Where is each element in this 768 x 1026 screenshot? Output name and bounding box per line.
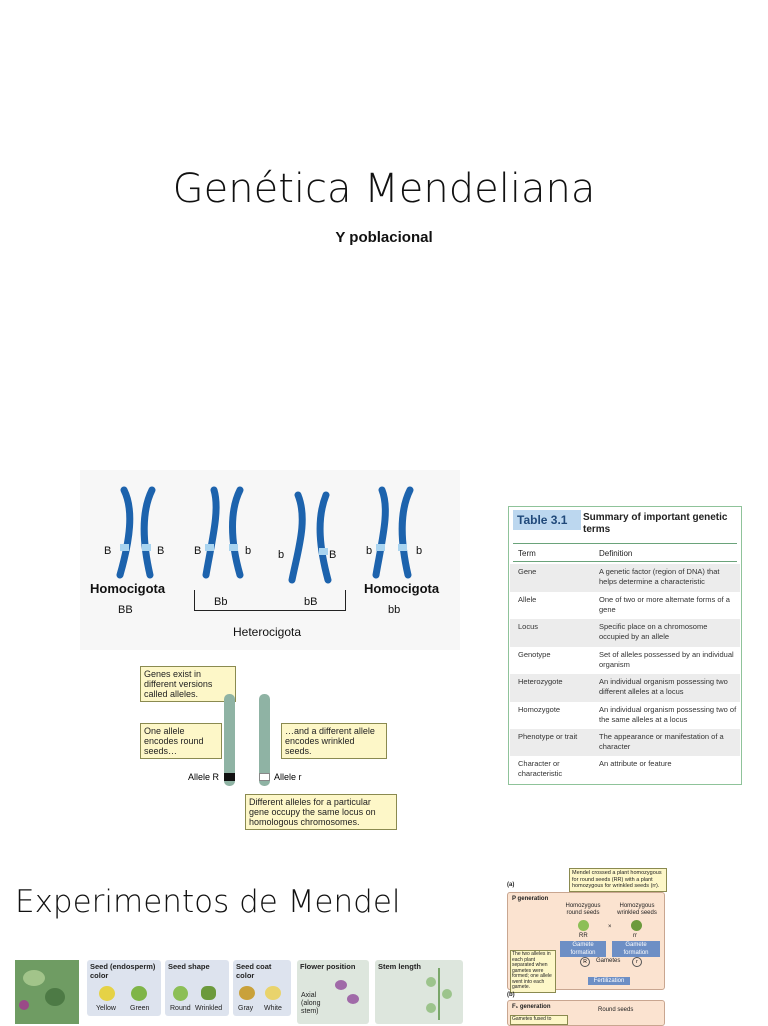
genotype-label: BB	[118, 604, 133, 616]
note-wrinkled: …and a different allele encodes wrinkled…	[281, 723, 387, 759]
f1-generation-box: F₁ generation Round seeds Gametes fused …	[507, 1000, 665, 1026]
table-caption: Summary of important genetic terms	[583, 512, 728, 535]
wrinkled-seed	[201, 986, 216, 1000]
allele-letter: B	[104, 545, 112, 557]
allele-letter: b	[278, 549, 285, 561]
table-row: Genotype Set of alleles possessed by an …	[518, 650, 734, 669]
white-coat-flower	[265, 986, 281, 1000]
step-3-note: Gametes fused to	[510, 1015, 568, 1025]
flower-icon	[347, 994, 359, 1004]
genotype-label: Bb	[214, 596, 228, 608]
section-title: Experimentos de Mendel	[15, 884, 401, 920]
allele-lower-label: Allele r	[274, 772, 302, 782]
chromosome-drawing	[116, 486, 414, 584]
allele-letter: b	[366, 545, 373, 557]
genotype-label: bb	[388, 604, 401, 616]
trait-flower-position: Flower position Axial (along stem)	[297, 960, 369, 1024]
heterozygous-label: Heterocigota	[233, 625, 302, 639]
table-row: Allele One of two or more alternate form…	[518, 595, 730, 614]
allele-letter: B	[194, 545, 202, 557]
stem-drawing	[426, 968, 452, 1020]
note-round: One allele encodes round seeds…	[140, 723, 222, 759]
chromosome-figure: B B B b b B b b Homocigota BB Bb bB Hete…	[80, 470, 460, 650]
slide-title: Genética Mendeliana	[172, 166, 596, 212]
table-row: Gene A genetic factor (region of DNA) th…	[510, 564, 740, 592]
allele-letter: b	[245, 545, 252, 557]
trait-seed-color: Seed (endosperm) color Yellow Green	[87, 960, 161, 1016]
allele-figure: Genes exist in different versions called…	[138, 664, 398, 834]
round-seed	[578, 920, 589, 931]
green-seed	[131, 986, 147, 1001]
gamete-formation-tag: Gamete formation	[612, 941, 660, 957]
chromosome-bar	[224, 694, 235, 786]
pea-plant-photo	[15, 960, 79, 1024]
locus-mark	[224, 773, 235, 781]
gray-coat-flower	[239, 986, 255, 1000]
note-alleles: Genes exist in different versions called…	[140, 666, 236, 702]
homozygous-label: Homocigota	[90, 581, 166, 596]
fertilization-tag: Fertilization	[588, 977, 630, 985]
gamete-formation-tag: Gamete formation	[560, 941, 606, 957]
trait-coat-color: Seed coat color Gray White	[233, 960, 291, 1016]
trait-stem-length: Stem length	[375, 960, 463, 1024]
allele-upper-label: Allele R	[188, 772, 220, 782]
table-row: Phenotype or trait The appearance or man…	[510, 729, 740, 756]
table-rule	[513, 561, 737, 562]
p-generation-box: P generation Homozygous round seeds Homo…	[507, 892, 665, 993]
locus-mark	[259, 773, 270, 781]
allele-letter: b	[416, 545, 423, 557]
yellow-seed	[99, 986, 115, 1001]
step-2-note: The two alleles in each plant separated …	[510, 950, 556, 993]
column-header-definition: Definition	[599, 549, 633, 558]
wrinkled-seed	[631, 920, 642, 931]
trait-seed-shape: Seed shape Round Wrinkled	[165, 960, 229, 1016]
chromosome-bar	[259, 694, 270, 786]
table-row: Locus Specific place on a chromosome occ…	[510, 619, 740, 647]
pea-traits-figure: Seed (endosperm) color Yellow Green Seed…	[15, 958, 467, 1024]
monohybrid-cross-figure: (a) Mendel crossed a plant homozygous fo…	[505, 866, 671, 1026]
table-row: Character or characteristic An attribute…	[518, 759, 672, 778]
homozygous-label: Homocigota	[364, 581, 440, 596]
table-row: Heterozygote An individual organism poss…	[510, 674, 740, 702]
table-rule	[513, 543, 737, 544]
allele-letter: B	[329, 549, 337, 561]
note-locus: Different alleles for a particular gene …	[245, 794, 397, 830]
table-label: Table 3.1	[513, 510, 581, 530]
allele-letter: B	[157, 545, 165, 557]
heterozygous-bracket	[194, 590, 346, 611]
table-row: Homozygote An individual organism posses…	[518, 705, 737, 724]
genetic-terms-table: Table 3.1 Summary of important genetic t…	[508, 506, 742, 785]
column-header-term: Term	[518, 549, 536, 558]
flower-icon	[335, 980, 347, 990]
step-1-note: Mendel crossed a plant homozygous for ro…	[569, 868, 667, 892]
slide-subtitle: Y poblacional	[335, 229, 433, 246]
round-seed	[173, 986, 188, 1001]
genotype-label: bB	[304, 596, 318, 608]
